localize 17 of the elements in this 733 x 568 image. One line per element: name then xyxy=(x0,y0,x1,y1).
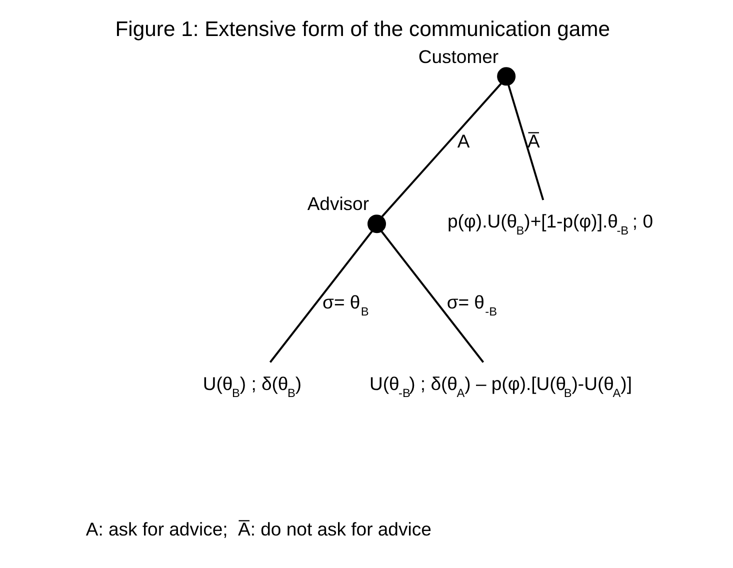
edge-label: σ= θ$_{-B}$ xyxy=(446,292,498,319)
node-label: Advisor xyxy=(307,193,370,214)
diagram-title: Figure 1: Extensive form of the communication game xyxy=(115,18,610,41)
edge-label: σ= θ$_{B}$ xyxy=(322,292,369,319)
edge-label: A̅ xyxy=(527,130,540,152)
node-text: U(θ$_{B}$) ; δ(θ$_{B}$) xyxy=(202,373,302,400)
connector xyxy=(508,84,544,200)
caption: A: ask for advice; A̅: do not ask for advice xyxy=(86,518,432,540)
connector xyxy=(381,82,502,218)
node-circle xyxy=(497,67,516,86)
connector xyxy=(380,230,484,363)
node-label: Customer xyxy=(418,46,499,67)
node-circle xyxy=(368,214,386,234)
node-text: p(φ).U(θ$_{B}$)+[1-p(φ)].θ$_{-B}$ ; 0 xyxy=(447,210,654,238)
edge-label: A xyxy=(457,130,470,152)
node-text: U(θ$_{-B}$) ; δ(θ$_{A}$) – p(φ).[U(θ$_{B}$)-U(θ$_{A}$)] xyxy=(369,373,632,400)
connector xyxy=(269,230,373,363)
